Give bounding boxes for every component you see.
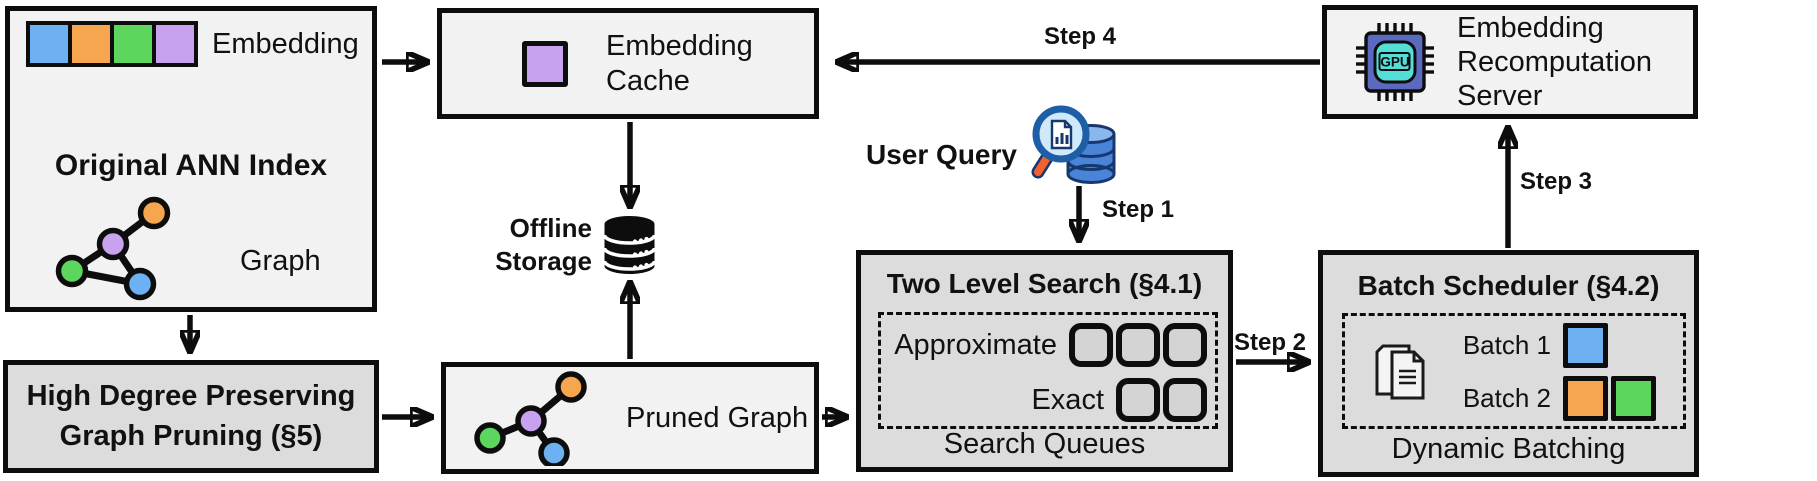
- user-query-icon: [1031, 105, 1116, 184]
- batch2-label: Batch 2: [1462, 383, 1551, 413]
- embedding-row: Embedding: [26, 21, 359, 67]
- offline-storage-label: Offline Storage: [430, 212, 592, 277]
- graph-pruning-box: High Degree Preserving Graph Pruning (§5…: [3, 360, 379, 473]
- graph-label: Graph: [240, 245, 321, 277]
- documents-icon: [1375, 344, 1425, 400]
- orange-square: [72, 25, 110, 63]
- batch-scheduler-box: Batch Scheduler (§4.2) Batch 1 Batch 2 D…: [1318, 250, 1699, 477]
- batch2-squares: [1563, 376, 1656, 421]
- queue-slot: [1069, 323, 1113, 367]
- embedding-vector-icon: [26, 21, 198, 67]
- original-ann-index-box: Embedding Original ANN Index Graph: [5, 6, 377, 312]
- queue-slot: [1116, 378, 1160, 422]
- gpu-chip-text: GPU: [1380, 55, 1409, 70]
- dynamic-batching-label: Dynamic Batching: [1391, 433, 1626, 465]
- search-queues-panel: Approximate Exact: [878, 312, 1218, 429]
- blue-square: [1563, 323, 1608, 368]
- batch1-label: Batch 1: [1462, 330, 1551, 360]
- graph-pruning-title-line2: Graph Pruning (§5): [59, 419, 323, 452]
- offline-storage-database-icon: [602, 216, 657, 274]
- server-label-line2: Recomputation: [1457, 45, 1653, 78]
- server-label-line3: Server: [1457, 80, 1543, 113]
- step4-label: Step 4: [1043, 23, 1117, 50]
- magnifier-icon: [1031, 105, 1090, 179]
- exact-queue-slots: [1116, 378, 1207, 422]
- embedding-cache-label: Embedding Cache: [606, 29, 753, 99]
- approximate-queue-row: Approximate: [871, 323, 1207, 367]
- search-queues-label: Search Queues: [943, 428, 1146, 460]
- batching-panel: Batch 1 Batch 2: [1342, 313, 1686, 429]
- embedding-label: Embedding: [212, 27, 359, 60]
- recomputation-server-label: Embedding Recomputation Server: [1457, 11, 1652, 114]
- step2-label: Step 2: [1234, 329, 1307, 356]
- embedding-cache-label-line2: Cache: [606, 64, 690, 97]
- exact-label: Exact: [1031, 383, 1104, 416]
- orange-square: [1563, 376, 1608, 421]
- step1-label: Step 1: [1102, 196, 1175, 223]
- two-level-search-title: Two Level Search (§4.1): [886, 268, 1203, 299]
- queue-slot: [1163, 323, 1207, 367]
- blue-square: [30, 25, 68, 63]
- batch2-row: Batch 2: [1455, 376, 1656, 421]
- two-level-search-box: Two Level Search (§4.1) Approximate Exac…: [856, 250, 1233, 472]
- offline-storage-label-line1: Offline: [509, 213, 592, 243]
- gpu-chip-icon: GPU: [1356, 23, 1434, 101]
- graph-pruning-title-line1: High Degree Preserving: [26, 380, 356, 413]
- pruned-graph-icon: [474, 371, 587, 466]
- approximate-queue-slots: [1069, 323, 1207, 367]
- embedding-cache-label-line1: Embedding: [606, 29, 753, 62]
- cached-embedding-square-icon: [522, 40, 568, 87]
- embedding-cache-box: Embedding Cache: [437, 8, 819, 119]
- batch-scheduler-title: Batch Scheduler (§4.2): [1357, 270, 1660, 301]
- recomputation-server-box: GPU Embedding Recomputation Server: [1322, 5, 1698, 119]
- ann-index-title: Original ANN Index: [54, 149, 328, 182]
- batch1-squares: [1563, 323, 1608, 368]
- pruned-graph-box: Pruned Graph: [441, 362, 819, 474]
- purple-square: [156, 25, 194, 63]
- batch1-row: Batch 1: [1455, 323, 1608, 368]
- queue-slot: [1163, 378, 1207, 422]
- exact-queue-row: Exact: [918, 378, 1207, 422]
- offline-storage-label-line2: Storage: [495, 245, 592, 276]
- server-label-line1: Embedding: [1457, 11, 1604, 44]
- step3-label: Step 3: [1520, 168, 1593, 195]
- queue-slot: [1116, 323, 1160, 367]
- pruned-graph-label: Pruned Graph: [626, 401, 809, 434]
- green-square: [114, 25, 152, 63]
- graph-pruning-title: High Degree Preserving Graph Pruning (§5…: [8, 365, 374, 468]
- approximate-label: Approximate: [894, 328, 1057, 361]
- graph-icon: [55, 196, 171, 301]
- green-square: [1611, 376, 1656, 421]
- user-query-label: User Query: [866, 139, 1017, 170]
